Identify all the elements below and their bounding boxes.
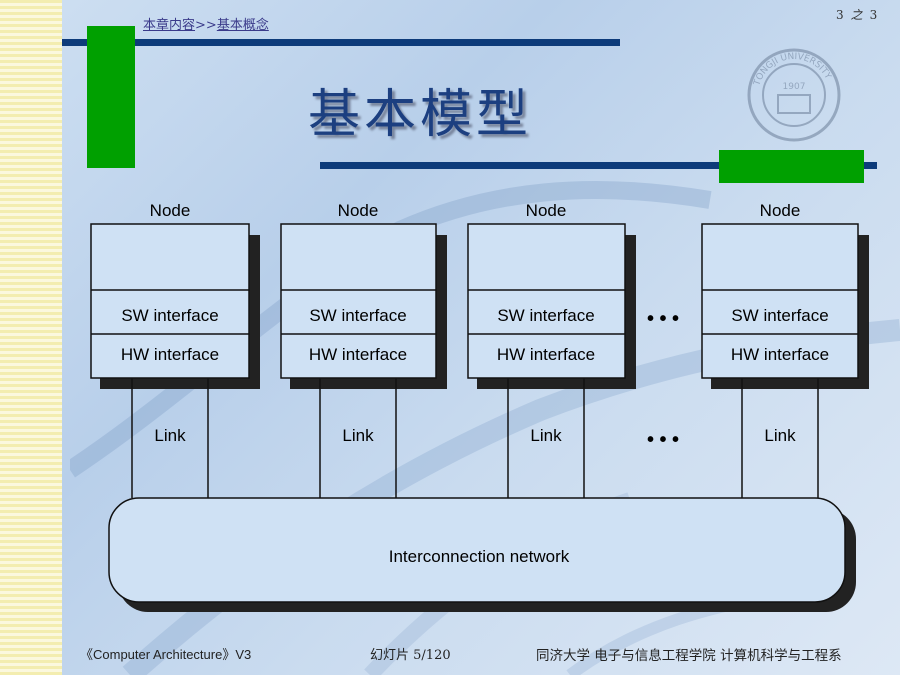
node-1-hw-interface: HW interface (121, 345, 219, 364)
breadcrumb-separator: >> (195, 18, 217, 33)
breadcrumb: 本章内容>>基本概念 (143, 14, 269, 33)
middle-navy-bar (320, 162, 877, 169)
page-total: 3 (869, 8, 879, 22)
node-1-box (90, 223, 250, 379)
link-ellipsis: • • • (647, 429, 679, 451)
node-3-label: Node (526, 201, 567, 220)
footer-slide-number: 5/120 (413, 648, 451, 663)
top-navy-bar (62, 39, 620, 46)
node-2-box (280, 223, 437, 379)
page-word: 之 (850, 8, 864, 22)
footer-institution: 同济大学 电子与信息工程学院 计算机科学与工程系 (536, 648, 842, 664)
node-2-link-label: Link (342, 426, 374, 445)
svg-text:1907: 1907 (783, 82, 806, 92)
node-2: Node SW interface HW interface Link (280, 201, 447, 498)
decorative-stripes (0, 0, 62, 675)
node-3-hw-interface: HW interface (497, 345, 595, 364)
green-accent-block-left (87, 26, 135, 168)
node-4-link-label: Link (764, 426, 796, 445)
node-3: Node SW interface HW interface Link (467, 201, 636, 498)
node-3-box (467, 223, 626, 379)
interconnection-network-label: Interconnection network (389, 547, 570, 566)
node-1-link-label: Link (154, 426, 186, 445)
node-2-label: Node (338, 201, 379, 220)
node-2-sw-interface: SW interface (309, 306, 406, 325)
breadcrumb-link-chapter[interactable]: 本章内容 (143, 18, 196, 33)
node-4-label: Node (760, 201, 801, 220)
node-4-sw-interface: SW interface (731, 306, 828, 325)
university-seal-logo: TONGJI UNIVERSITY 1907 (747, 48, 841, 142)
footer-course-title: 《Computer Architecture》V3 (80, 647, 252, 662)
interconnection-network-box (108, 497, 846, 603)
node-1-label: Node (150, 201, 191, 220)
node-1-sw-interface: SW interface (121, 306, 218, 325)
node-4-hw-interface: HW interface (731, 345, 829, 364)
node-2-hw-interface: HW interface (309, 345, 407, 364)
node-4: Node SW interface HW interface Link (701, 201, 869, 498)
node-3-sw-interface: SW interface (497, 306, 594, 325)
footer-slide-label: 幻灯片 (370, 648, 410, 663)
footer-slide-indicator: 幻灯片 5/120 (370, 644, 451, 663)
page-title: 基本模型 (308, 85, 533, 145)
node-3-link-label: Link (530, 426, 562, 445)
node-1: Node SW interface HW interface Link (90, 201, 260, 498)
node-4-box (701, 223, 859, 379)
breadcrumb-link-concepts[interactable]: 基本概念 (216, 18, 269, 33)
green-accent-block-right (719, 150, 864, 183)
page-current: 3 (836, 8, 845, 22)
node-ellipsis: • • • (647, 308, 679, 330)
